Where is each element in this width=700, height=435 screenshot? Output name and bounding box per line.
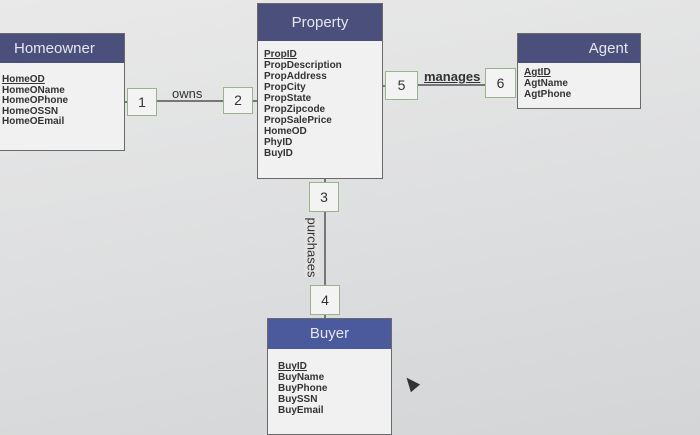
attribute-buyid: BuyID bbox=[264, 148, 293, 159]
cardinality-1[interactable]: 1 bbox=[127, 88, 157, 116]
attribute-buyemail: BuyEmail bbox=[278, 405, 324, 416]
attribute-homeoemail: HomeOEmail bbox=[2, 116, 65, 127]
buyer-title: Buyer bbox=[268, 319, 391, 349]
cardinality-6[interactable]: 6 bbox=[485, 68, 516, 98]
attribute-propzipcode: PropZipcode bbox=[264, 104, 326, 115]
homeowner-title: Homeowner bbox=[0, 34, 124, 63]
cardinality-4[interactable]: 4 bbox=[310, 285, 340, 315]
attribute-propid: PropID bbox=[264, 49, 297, 60]
attribute-buyname: BuyName bbox=[278, 372, 325, 383]
attribute-agtphone: AgtPhone bbox=[524, 89, 572, 100]
attribute-homeod: HomeOD bbox=[2, 74, 45, 85]
attribute-agtid: AgtID bbox=[524, 67, 551, 78]
attribute-propaddress: PropAddress bbox=[264, 71, 327, 82]
attribute-propdescription: PropDescription bbox=[264, 60, 342, 71]
owns-line bbox=[157, 100, 223, 102]
card2-property-line bbox=[253, 100, 258, 102]
property-title: Property bbox=[258, 4, 382, 41]
cardinality-3[interactable]: 3 bbox=[309, 182, 339, 212]
attribute-homeophone: HomeOPhone bbox=[2, 95, 69, 106]
manages-label: manages bbox=[424, 69, 481, 84]
attribute-agtname: AgtName bbox=[524, 78, 568, 89]
cardinality-2[interactable]: 2 bbox=[223, 87, 253, 114]
attribute-propsaleprice: PropSalePrice bbox=[264, 115, 332, 126]
attribute-buyphone: BuyPhone bbox=[278, 383, 328, 394]
purchases-line bbox=[324, 178, 326, 318]
homeowner-card1-line bbox=[124, 101, 128, 103]
purchases-label: purchases bbox=[304, 217, 320, 278]
owns-label: owns bbox=[172, 86, 203, 101]
attribute-phyid: PhyID bbox=[264, 137, 293, 148]
mouse-cursor-icon bbox=[401, 373, 421, 393]
attribute-homeoname: HomeOName bbox=[2, 84, 65, 96]
manages-line bbox=[418, 84, 486, 86]
attribute-propcity: PropCity bbox=[264, 82, 306, 93]
attribute-buyssn: BuySSN bbox=[278, 394, 318, 405]
attribute-buyid: BuyID bbox=[278, 361, 307, 372]
property-card5-line bbox=[383, 85, 386, 87]
attribute-propstate: PropState bbox=[264, 93, 312, 104]
attribute-homeossn: HomeOSSN bbox=[2, 105, 59, 117]
agent-title: Agent bbox=[518, 34, 640, 63]
attribute-homeod: HomeOD bbox=[264, 126, 307, 137]
cardinality-5[interactable]: 5 bbox=[385, 71, 418, 100]
